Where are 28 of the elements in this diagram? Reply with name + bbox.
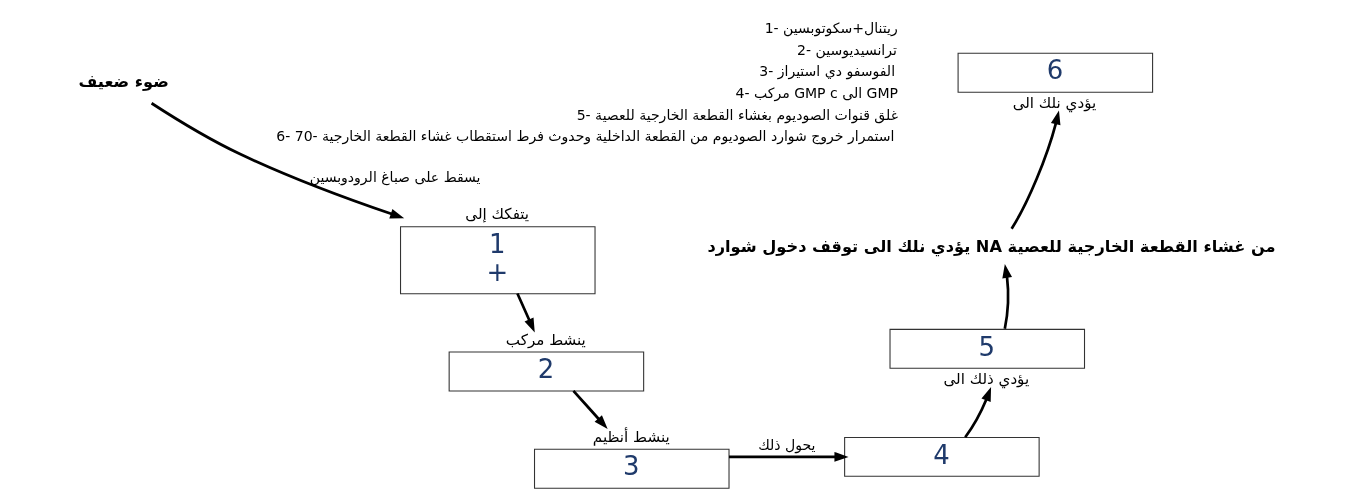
node-box: 6	[957, 52, 1153, 93]
node-box: 3	[533, 448, 730, 489]
arrow	[1001, 263, 1012, 329]
node-box: 5	[889, 328, 1085, 369]
node-text: يؤدي نلك الى توقف دخول شوارد NA من غشاء القطعة الخارجية للعصية	[706, 236, 1276, 256]
node-label: يتفكك إلى	[464, 204, 529, 223]
arrow	[571, 389, 608, 429]
label: 4- مركب GMP c الى GMP	[735, 84, 898, 101]
node-box: 4	[843, 436, 1040, 477]
arrow	[963, 386, 991, 438]
node-box: 1 +	[399, 225, 596, 294]
node-label: ينشط أنظيم	[592, 427, 670, 446]
arrow	[515, 292, 535, 332]
arrow	[150, 101, 404, 218]
node-box: 2	[448, 351, 644, 391]
label: 2- ترانسيديوسين	[796, 41, 897, 58]
label: 3- الفوسفو دي استيراز	[758, 62, 895, 79]
node-label: يؤدي نلك الى	[1012, 93, 1096, 112]
node-text: ضوء ضعيف	[78, 71, 169, 91]
label: 5- غلق قنوات الصوديوم بغشاء القطعة الخارجية للعصية	[576, 106, 898, 123]
node-label: يؤدي ذلك الى	[943, 369, 1029, 388]
edge-label: يحول ذلك	[757, 436, 815, 453]
edge-label: يسقط على صباغ الرودوبسين	[309, 168, 481, 185]
arrow	[1009, 109, 1060, 229]
label: 1- ريتنال+سكوتوبسين	[764, 19, 898, 36]
arrow	[728, 451, 848, 462]
label: 6- استمرار خروج شوارد الصوديوم من القطعة الداخلية وحدوث فرط استقطاب غشاء القطعة الخارجية -70	[275, 127, 894, 144]
node-label: ينشط مركب	[505, 330, 586, 349]
